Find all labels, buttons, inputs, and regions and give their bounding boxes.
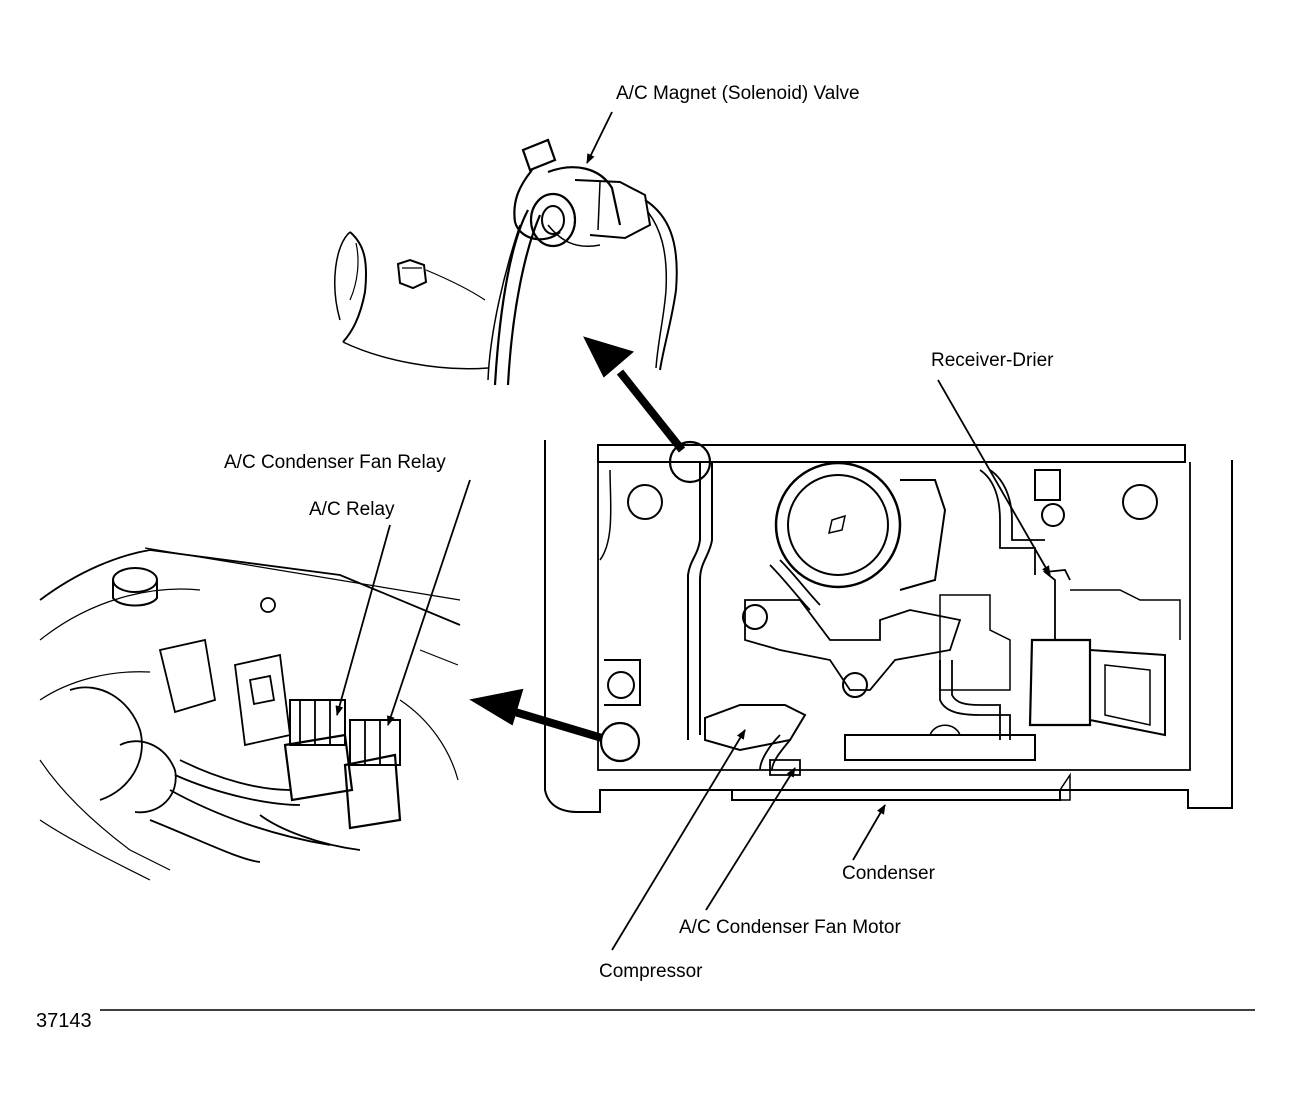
- detail-arrows: [469, 336, 686, 742]
- solenoid-valve-detail: [334, 138, 678, 386]
- relay-callout-circle: [599, 721, 641, 763]
- solenoid-valve-label: A/C Magnet (Solenoid) Valve: [616, 83, 860, 104]
- compressor-label: Compressor: [599, 961, 703, 982]
- strut-nut: [396, 258, 428, 290]
- front-end-view: [544, 440, 1233, 813]
- relay-detail: [39, 547, 461, 881]
- leader-lines: [335, 111, 1051, 951]
- figure-number: 37143: [36, 1010, 92, 1032]
- ac-condenser-fan-relay-part: [343, 719, 402, 830]
- condenser-label: Condenser: [842, 863, 935, 884]
- receiver-drier-label: Receiver-Drier: [931, 350, 1054, 371]
- ac-relay-label: A/C Relay: [309, 499, 395, 520]
- condenser-fan-relay-label: A/C Condenser Fan Relay: [224, 452, 446, 473]
- solenoid-callout-circle: [668, 440, 712, 484]
- condenser-fan-motor-label: A/C Condenser Fan Motor: [679, 917, 901, 938]
- ac-relay-part: [283, 699, 354, 802]
